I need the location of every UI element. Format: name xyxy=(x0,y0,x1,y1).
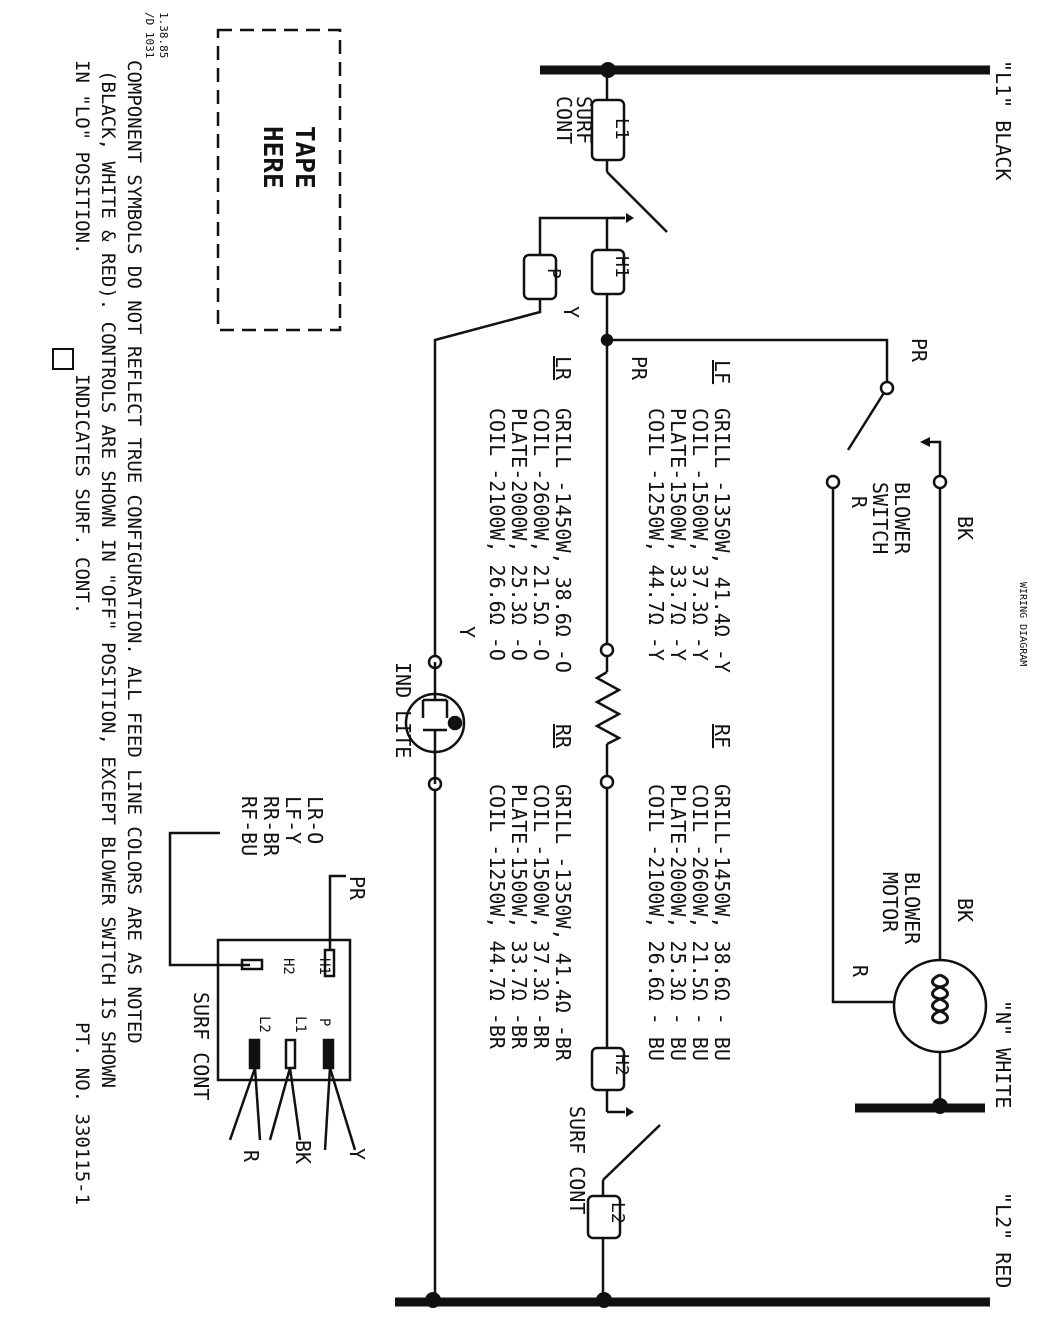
h1-box-label: H1 xyxy=(611,256,632,278)
date-stamp: 1.38.85 xyxy=(157,12,170,58)
detail-l1: L1 xyxy=(292,1016,308,1033)
n-rail-label: "N" WHITE xyxy=(991,1000,1015,1108)
rail-nodes xyxy=(425,62,948,1308)
legend-rr: RR-BR xyxy=(259,796,283,857)
component-boxes xyxy=(522,98,626,1240)
surf-cont-right-label: SURF CONT xyxy=(565,1106,589,1214)
blower-motor-label-2: MOTOR xyxy=(878,872,902,933)
detail-h1: H1 xyxy=(316,958,332,975)
blower-r-label-1: R xyxy=(847,496,871,509)
blower-r-label-2: R xyxy=(848,965,872,978)
blower-switch-blade xyxy=(846,387,889,451)
rf-line-2: COIL -2600W, 21.5Ω - BU xyxy=(688,784,712,1061)
rr-label: RR xyxy=(551,724,575,749)
y-wire-label: Y xyxy=(559,306,583,318)
l2-box xyxy=(586,1194,622,1240)
lr-line-3: PLATE-2000W, 25.3Ω -O xyxy=(507,408,531,661)
lf-label: LF xyxy=(710,360,734,384)
detail-pr: PR xyxy=(345,876,369,901)
surf-cont-switch-blade-right xyxy=(602,1124,661,1181)
detail-p: P xyxy=(316,1018,332,1026)
lr-label: LR xyxy=(551,356,575,381)
tape-label-1: TAPE xyxy=(289,126,319,189)
lf-line-2: COIL -1500W, 37.3Ω -Y xyxy=(688,408,712,661)
rr-line-3: PLATE-1500W, 33.7Ω -BR xyxy=(507,784,531,1050)
blower-motor-label-1: BLOWER xyxy=(900,872,924,945)
lf-line-4: COIL -1250W, 44.7Ω -Y xyxy=(644,408,668,661)
terminals xyxy=(427,333,948,792)
l1-rail-label: "L1" BLACK xyxy=(991,60,1015,180)
rf-label: RF xyxy=(710,724,734,748)
part-number: PT. NO. 330115-1 xyxy=(71,1022,93,1205)
detail-l2: L2 xyxy=(256,1016,272,1033)
lr-line-2: COIL -2600W, 21.5Ω -O xyxy=(529,408,553,661)
note-line-1: COMPONENT SYMBOLS DO NOT REFLECT TRUE CO… xyxy=(123,60,145,1044)
rr-line-2: COIL -1500W, 37.3Ω -BR xyxy=(529,784,553,1050)
lf-line-1: GRILL -1350W, 41.4Ω -Y xyxy=(710,408,734,673)
heating-element-resistor xyxy=(594,670,622,746)
cont-label: CONT xyxy=(552,96,576,144)
blower-bk-label-1: BK xyxy=(953,516,977,540)
surf-label: SURF xyxy=(572,96,596,144)
h2-box xyxy=(590,1046,626,1092)
blower-bk-label-2: BK xyxy=(953,898,977,922)
surf-cont-switch-blade xyxy=(606,171,668,233)
rr-line-4: COIL -1250W, 44.7Ω -BR xyxy=(485,784,509,1050)
legend-lf: LF-Y xyxy=(281,796,305,844)
rf-line-3: PLATE-2000W, 25.3Ω - BU xyxy=(666,784,690,1061)
legend-lr: LR-O xyxy=(303,796,327,844)
diagram-title: WIRING DIAGRAM xyxy=(1017,582,1028,666)
lf-line-3: PLATE-1500W, 33.7Ω -Y xyxy=(666,408,690,661)
blower-switch-label-2: SWITCH xyxy=(868,482,892,554)
l2-rail-label: "L2" RED xyxy=(991,1192,1015,1288)
rf-line-4: COIL -2100W, 26.6Ω - BU xyxy=(644,784,668,1061)
labels: "L1" BLACK "N" WHITE "L2" RED WIRING DIA… xyxy=(71,12,1028,1288)
wiring xyxy=(433,70,942,1300)
surf-cont-detail xyxy=(168,831,357,1151)
pr-top-wire-label: PR xyxy=(907,338,931,363)
l2-box-label: L2 xyxy=(607,1202,628,1224)
lr-line-1: GRILL -1450W, 38.6Ω -O xyxy=(551,408,575,673)
ind-lite-label: IND LITE xyxy=(391,662,415,758)
rails xyxy=(395,65,990,1307)
h1-box xyxy=(590,248,626,296)
tape-label-2: HERE xyxy=(257,126,287,189)
note-line-4: INDICATES SURF. CONT. xyxy=(71,374,93,614)
note-line-2: (BLACK, WHITE & RED). CONTROLS ARE SHOWN… xyxy=(97,70,119,1088)
detail-bk: BK xyxy=(291,1140,315,1164)
detail-h2: H2 xyxy=(280,958,296,975)
rf-line-1: GRILL-1450W, 38.6Ω - BU xyxy=(710,784,734,1061)
note-line-3: IN "LO" POSITION. xyxy=(71,60,93,254)
doc-id: /D 1031 xyxy=(143,12,156,58)
legend-rf: RF-BU xyxy=(237,796,261,856)
ind-lite-y-label: Y xyxy=(455,626,479,638)
p-box-label: P xyxy=(543,268,564,279)
surf-cont-symbol xyxy=(52,348,74,370)
pr-wire-label: PR xyxy=(627,356,651,381)
lr-line-4: COIL -2100W, 26.6Ω -O xyxy=(485,408,509,661)
p-box xyxy=(522,253,558,301)
tape-here-box xyxy=(216,28,342,332)
blower-motor xyxy=(892,958,988,1054)
detail-y: Y xyxy=(345,1148,369,1160)
l1-box-label: L1 xyxy=(611,118,632,140)
blower-switch-label-1: BLOWER xyxy=(890,482,914,555)
detail-title: SURF CONT xyxy=(189,992,213,1100)
rr-line-1: GRILL -1350W, 41.4Ω -BR xyxy=(551,784,575,1062)
l1-box xyxy=(590,98,626,162)
ind-lite-symbol xyxy=(404,662,466,784)
h2-box-label: H2 xyxy=(611,1054,632,1076)
detail-r: R xyxy=(239,1150,263,1163)
